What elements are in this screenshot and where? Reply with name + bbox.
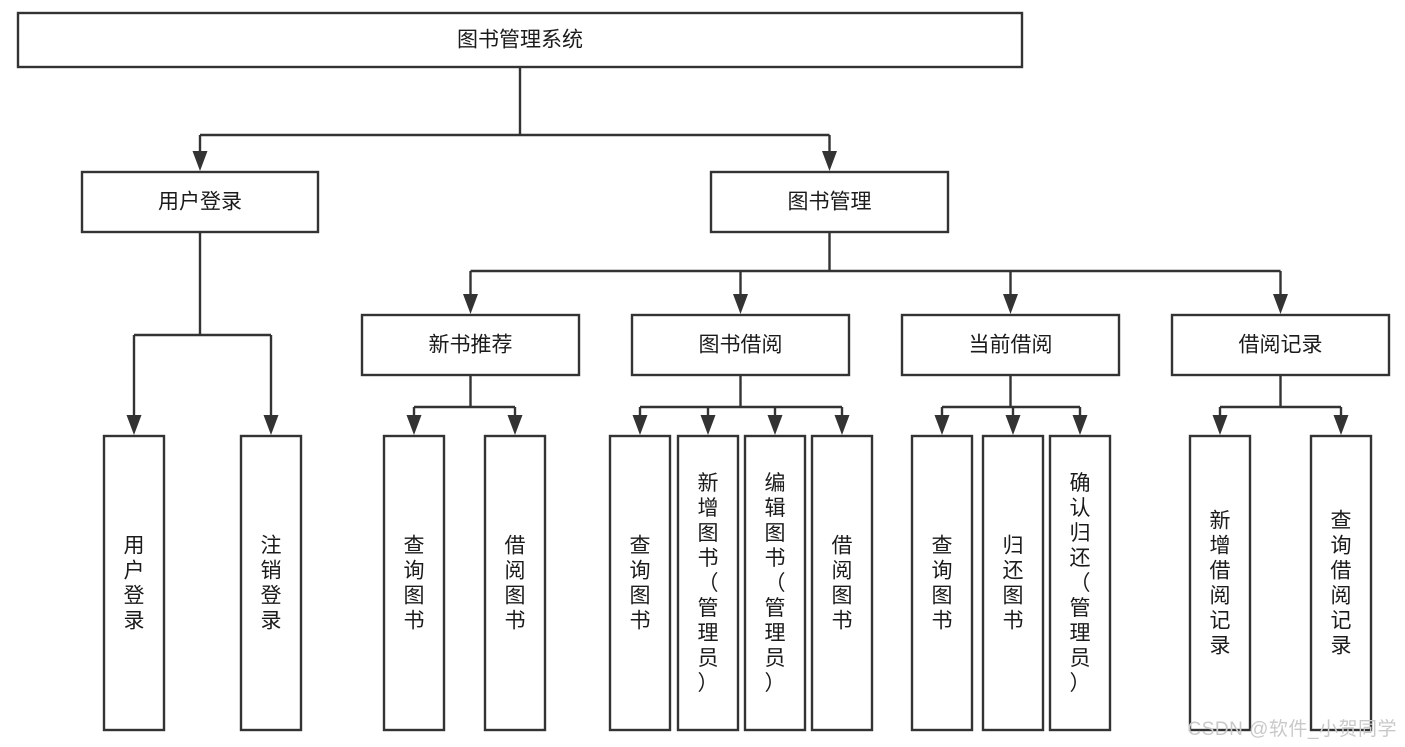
node-leaf-rec-borrow[interactable]: 借阅图书 bbox=[483, 434, 547, 732]
node-borrow-record[interactable]: 借阅记录 bbox=[1170, 313, 1391, 377]
node-label: 借阅图书 bbox=[832, 535, 853, 633]
connector-group-user-login bbox=[126, 232, 279, 435]
node-layer: 图书管理系统用户登录图书管理新书推荐图书借阅当前借阅借阅记录用户登录注销登录查询… bbox=[16, 11, 1391, 732]
node-label: 确认归还（管理员） bbox=[1070, 472, 1091, 695]
node-leaf-cur-confirm[interactable]: 确认归还（管理员） bbox=[1048, 434, 1112, 732]
node-leaf-cur-query[interactable]: 查询图书 bbox=[910, 434, 974, 732]
arrow-head-icon bbox=[834, 415, 850, 435]
node-root[interactable]: 图书管理系统 bbox=[16, 11, 1024, 69]
node-label: 借阅记录 bbox=[1239, 334, 1323, 357]
node-box[interactable] bbox=[360, 313, 581, 377]
connector-layer bbox=[126, 67, 1349, 435]
node-label: 图书借阅 bbox=[699, 334, 783, 357]
connector-group-borrow-record bbox=[1212, 375, 1349, 435]
node-label: 图书管理 bbox=[788, 191, 872, 214]
watermark: CSDN @软件_小贺同学 bbox=[1187, 719, 1397, 740]
node-leaf-borrow-query[interactable]: 查询图书 bbox=[608, 434, 672, 732]
node-label: 用户登录 bbox=[158, 191, 242, 214]
node-box[interactable] bbox=[1048, 434, 1112, 732]
node-current-borrow[interactable]: 当前借阅 bbox=[900, 313, 1121, 377]
node-leaf-rec-add[interactable]: 新增借阅记录 bbox=[1188, 434, 1252, 732]
arrow-head-icon bbox=[126, 415, 142, 435]
node-box[interactable] bbox=[810, 434, 874, 732]
node-label: 编辑图书（管理员） bbox=[765, 472, 786, 695]
node-leaf-borrow-edit[interactable]: 编辑图书（管理员） bbox=[743, 434, 807, 732]
node-label: 新增借阅记录 bbox=[1210, 510, 1231, 658]
node-book-admin[interactable]: 图书管理 bbox=[709, 170, 950, 234]
arrow-head-icon bbox=[822, 151, 837, 171]
node-box[interactable] bbox=[981, 434, 1045, 732]
node-box[interactable] bbox=[239, 434, 303, 732]
node-leaf-borrow-lend[interactable]: 借阅图书 bbox=[810, 434, 874, 732]
node-label: 用户登录 bbox=[124, 535, 145, 633]
node-box[interactable] bbox=[102, 434, 166, 732]
node-leaf-rec-query[interactable]: 查询图书 bbox=[382, 434, 446, 732]
arrow-head-icon bbox=[1212, 415, 1228, 435]
node-label: 归还图书 bbox=[1003, 535, 1024, 633]
arrow-head-icon bbox=[934, 415, 950, 435]
node-label: 查询图书 bbox=[404, 535, 425, 633]
node-book-borrow[interactable]: 图书借阅 bbox=[630, 313, 851, 377]
node-box[interactable] bbox=[608, 434, 672, 732]
connector-group-new-book-rec bbox=[406, 375, 523, 435]
node-label: 查询图书 bbox=[932, 535, 953, 633]
arrow-head-icon bbox=[1005, 415, 1021, 435]
node-label: 新书推荐 bbox=[429, 334, 513, 357]
connector-group-book-admin bbox=[463, 232, 1288, 314]
node-box[interactable] bbox=[676, 434, 740, 732]
arrow-head-icon bbox=[1003, 294, 1018, 314]
node-box[interactable] bbox=[1170, 313, 1391, 377]
arrow-head-icon bbox=[192, 151, 208, 171]
node-box[interactable] bbox=[900, 313, 1121, 377]
node-label: 注销登录 bbox=[261, 535, 282, 633]
node-leaf-cur-return[interactable]: 归还图书 bbox=[981, 434, 1045, 732]
node-leaf-borrow-add[interactable]: 新增图书（管理员） bbox=[676, 434, 740, 732]
arrow-head-icon bbox=[1273, 294, 1288, 314]
node-box[interactable] bbox=[1188, 434, 1252, 732]
node-box[interactable] bbox=[743, 434, 807, 732]
node-label: 查询借阅记录 bbox=[1331, 510, 1352, 658]
node-label: 查询图书 bbox=[630, 535, 651, 633]
arrow-head-icon bbox=[632, 415, 648, 435]
node-box[interactable] bbox=[709, 170, 950, 234]
arrow-head-icon bbox=[1072, 415, 1088, 435]
node-box[interactable] bbox=[16, 11, 1024, 69]
connector-group-root bbox=[192, 67, 837, 171]
node-box[interactable] bbox=[483, 434, 547, 732]
arrow-head-icon bbox=[263, 415, 279, 435]
arrow-head-icon bbox=[406, 415, 422, 435]
node-box[interactable] bbox=[630, 313, 851, 377]
connector-group-current-borrow bbox=[934, 375, 1088, 435]
node-box[interactable] bbox=[910, 434, 974, 732]
arrow-head-icon bbox=[767, 415, 783, 435]
node-label: 图书管理系统 bbox=[457, 29, 583, 52]
node-new-book-rec[interactable]: 新书推荐 bbox=[360, 313, 581, 377]
node-leaf-user-login[interactable]: 用户登录 bbox=[102, 434, 166, 732]
arrow-head-icon bbox=[507, 415, 523, 435]
node-leaf-rec-search[interactable]: 查询借阅记录 bbox=[1309, 434, 1373, 732]
node-box[interactable] bbox=[382, 434, 446, 732]
arrow-head-icon bbox=[733, 294, 748, 314]
node-user-login[interactable]: 用户登录 bbox=[80, 170, 320, 234]
connector-group-book-borrow bbox=[632, 375, 850, 435]
node-label: 新增图书（管理员） bbox=[698, 472, 719, 695]
node-label: 借阅图书 bbox=[505, 535, 526, 633]
node-label: 当前借阅 bbox=[969, 334, 1053, 357]
arrow-head-icon bbox=[1333, 415, 1349, 435]
node-box[interactable] bbox=[1309, 434, 1373, 732]
node-box[interactable] bbox=[80, 170, 320, 234]
arrow-head-icon bbox=[463, 294, 478, 314]
node-leaf-logout[interactable]: 注销登录 bbox=[239, 434, 303, 732]
arrow-head-icon bbox=[700, 415, 716, 435]
